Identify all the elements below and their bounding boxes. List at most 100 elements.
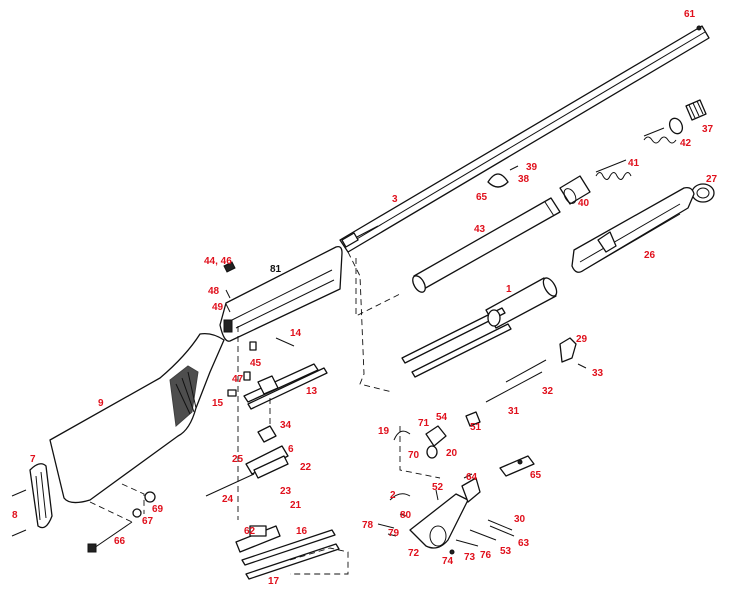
barrel-part	[339, 25, 710, 253]
pin-33-part	[577, 363, 587, 369]
label-47: 47	[232, 374, 244, 385]
label-64: 64	[466, 472, 478, 483]
label-8: 8	[12, 510, 18, 521]
sear-51-part	[465, 411, 481, 427]
label-61: 61	[684, 9, 696, 20]
label-78: 78	[362, 520, 374, 531]
label-31: 31	[508, 406, 520, 417]
label-74: 74	[442, 556, 454, 567]
part-labels: 61 37 42 41 39 38 65 40 3 27 43 26 81 44…	[12, 9, 718, 587]
lock-washer-part	[132, 508, 142, 518]
part-44-46-piece	[223, 261, 236, 273]
label-54: 54	[436, 412, 448, 423]
label-43: 43	[474, 224, 486, 235]
buttplate-screw-upper-part	[11, 489, 27, 497]
pin-53-part	[469, 529, 497, 541]
label-19: 19	[378, 426, 390, 437]
part-45-piece	[249, 341, 257, 351]
label-40: 40	[578, 198, 590, 209]
label-70: 70	[408, 450, 420, 461]
label-3: 3	[392, 194, 398, 205]
pin-76-part	[455, 539, 479, 547]
buttplate-screw-lower-part	[11, 529, 27, 537]
label-30: 30	[514, 514, 526, 525]
label-9: 9	[98, 398, 104, 409]
pin-14-part	[275, 337, 295, 347]
bolt-6-part	[245, 445, 289, 479]
label-23: 23	[280, 486, 292, 497]
label-41: 41	[628, 158, 640, 169]
label-16: 16	[296, 526, 308, 537]
part-2-piece	[389, 493, 411, 501]
stock-washer-part	[144, 491, 156, 503]
buttplate-part	[29, 463, 53, 529]
assembly-lines	[89, 251, 441, 575]
label-2: 2	[390, 490, 396, 501]
part-52-piece	[435, 489, 439, 501]
pin-79-part	[387, 533, 397, 537]
label-6: 6	[288, 444, 294, 455]
label-63: 63	[518, 538, 530, 549]
label-15: 15	[212, 398, 224, 409]
label-17: 17	[268, 576, 280, 587]
label-24: 24	[222, 494, 234, 505]
label-29: 29	[576, 334, 588, 345]
action-spring-32-part	[505, 359, 547, 383]
label-1: 1	[506, 284, 512, 295]
label-42: 42	[680, 138, 692, 149]
label-45: 45	[250, 358, 262, 369]
label-48: 48	[208, 286, 220, 297]
label-7: 7	[30, 454, 36, 465]
label-34: 34	[280, 420, 292, 431]
label-65-bottom: 65	[530, 470, 542, 481]
label-25: 25	[232, 454, 244, 465]
pin-30-part	[487, 519, 513, 531]
part-48-piece	[225, 289, 231, 299]
retainer-42-part	[668, 117, 684, 135]
label-79: 79	[388, 528, 400, 539]
forend-part	[571, 186, 695, 273]
label-32: 32	[542, 386, 554, 397]
label-81: 81	[270, 264, 282, 275]
hammer-pin-70-part	[426, 445, 438, 459]
carrier-13-part	[243, 363, 328, 410]
label-52: 52	[432, 482, 444, 493]
part-74-piece	[449, 549, 455, 555]
firing-pin-24-part	[205, 473, 255, 497]
magazine-cap-part	[685, 99, 707, 121]
label-72: 72	[408, 548, 420, 559]
extractor-34-part	[257, 425, 277, 443]
label-76: 76	[480, 550, 492, 561]
pin-63-part	[489, 525, 515, 537]
safety-65-part	[499, 455, 535, 477]
part-47-piece	[243, 371, 251, 381]
barrel-ring-part	[487, 173, 509, 188]
label-67: 67	[142, 516, 154, 527]
label-53: 53	[500, 546, 512, 557]
oring-27-part	[691, 183, 715, 203]
slide-62-part	[235, 525, 281, 553]
spring-78-part	[377, 523, 395, 529]
label-33: 33	[592, 368, 604, 379]
label-38: 38	[518, 174, 530, 185]
label-20: 20	[446, 448, 458, 459]
part-64-piece	[463, 473, 473, 479]
label-62: 62	[244, 526, 256, 537]
spring-41-upper-part	[643, 127, 677, 144]
action-bar-assembly-part	[401, 277, 558, 378]
label-27: 27	[706, 174, 718, 185]
buttstock-part	[49, 332, 225, 504]
link-29-part	[559, 337, 577, 363]
label-51: 51	[470, 422, 482, 433]
label-80: 80	[400, 510, 412, 521]
label-66: 66	[114, 536, 126, 547]
label-21: 21	[290, 500, 302, 511]
disconnector-19-part	[393, 430, 411, 441]
stock-bolt-part	[87, 521, 133, 553]
label-71: 71	[418, 418, 430, 429]
action-bars-16-17-part	[241, 529, 340, 580]
label-65-top: 65	[476, 192, 488, 203]
label-39: 39	[526, 162, 538, 173]
part-15-piece	[227, 389, 237, 397]
